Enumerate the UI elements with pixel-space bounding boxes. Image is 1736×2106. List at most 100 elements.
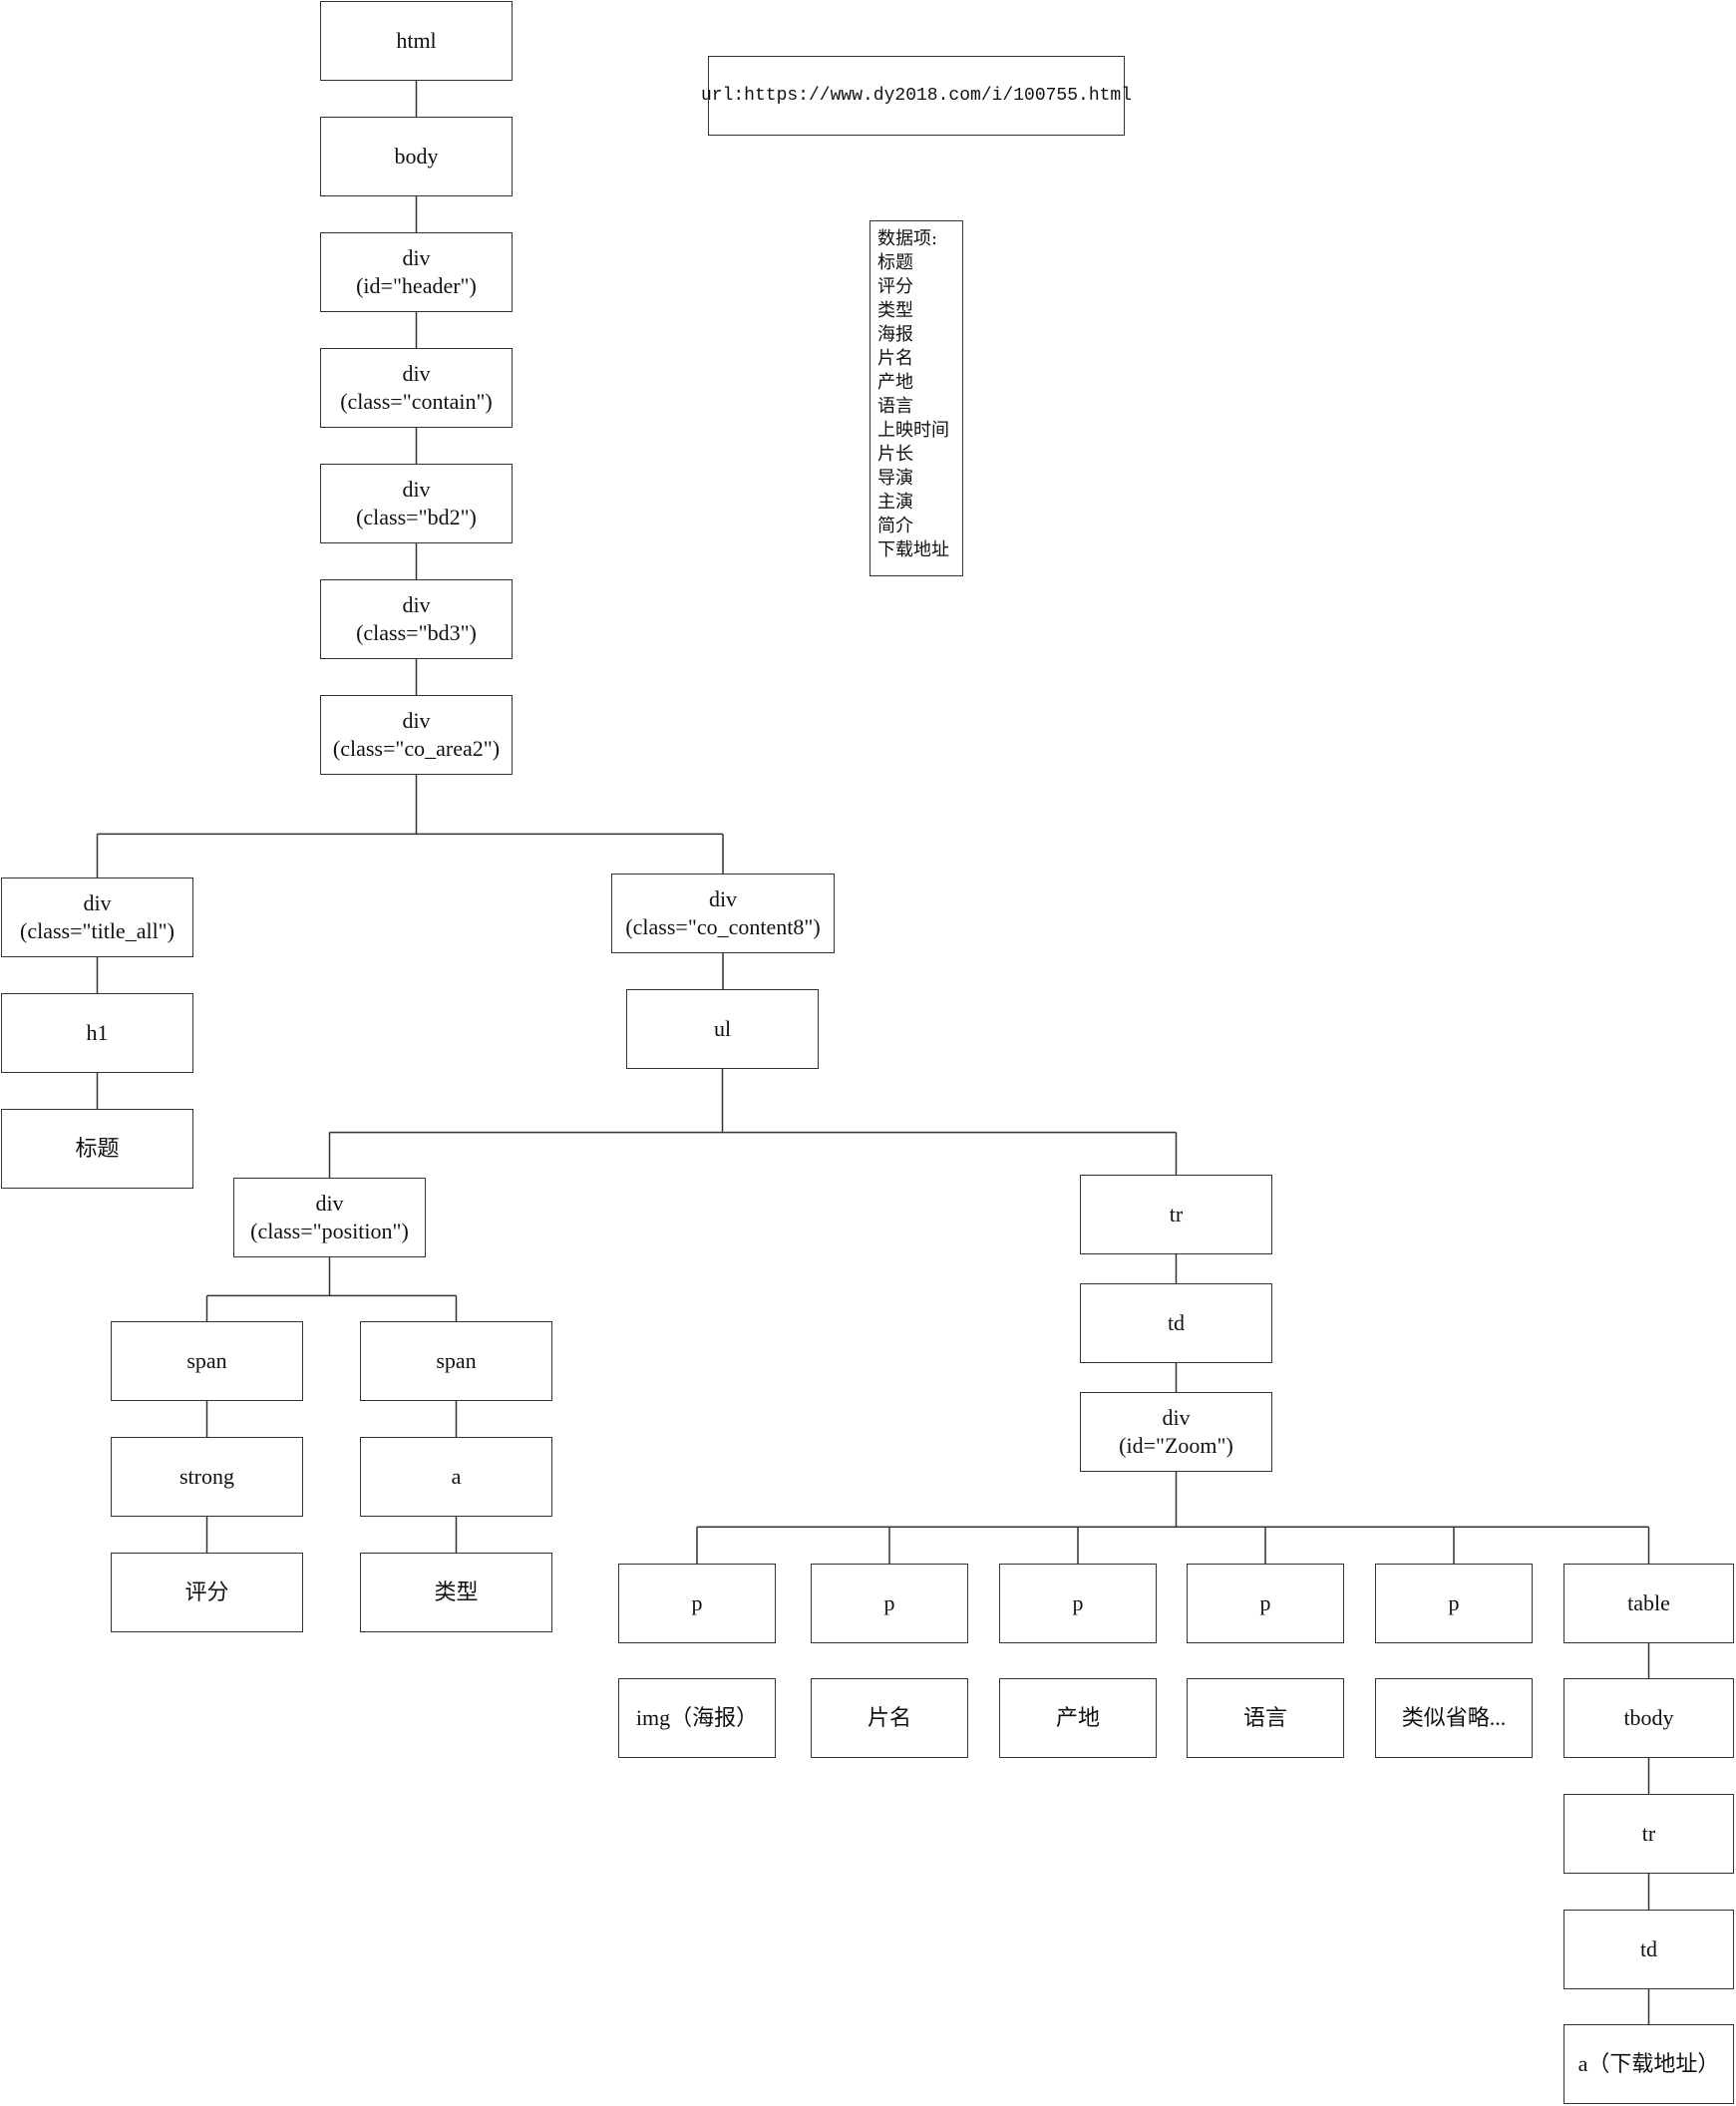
node-div-header: div (id="header") <box>320 232 513 312</box>
node-score-leaf: 评分 <box>111 1553 303 1632</box>
url-note: url:https://www.dy2018.com/i/100755.html <box>701 56 1132 136</box>
node-p-1: p <box>618 1564 776 1643</box>
node-name-leaf: 片名 <box>811 1678 968 1758</box>
node-label: a（下载地址） <box>1577 2051 1720 2076</box>
node-label: 标题 <box>75 1136 120 1161</box>
data-item: 简介 <box>877 516 913 536</box>
node-tr-1: tr <box>1080 1175 1272 1254</box>
node-label: div <box>402 245 431 270</box>
node-label: p <box>1072 1590 1084 1615</box>
node-label: 语言 <box>1242 1705 1287 1730</box>
node-label: (class="title_all") <box>20 918 174 943</box>
node-label: (id="Zoom") <box>1119 1433 1233 1458</box>
node-div-contain: div (class="contain") <box>320 348 513 428</box>
node-label: div <box>402 477 431 502</box>
node-etc-leaf: 类似省略... <box>1375 1678 1533 1758</box>
node-div-title-all: div (class="title_all") <box>1 878 193 957</box>
node-poster-leaf: img（海报） <box>618 1678 776 1758</box>
node-html: html <box>320 1 513 81</box>
data-items-note: 数据项: 标题 评分 类型 海报 片名 产地 语言 上映时间 片长 导演 主演 … <box>869 220 963 576</box>
node-label: div <box>402 592 431 617</box>
data-item: 评分 <box>877 276 913 297</box>
node-label: (class="contain") <box>340 389 493 414</box>
node-label: div <box>83 890 112 915</box>
data-item: 上映时间 <box>877 420 949 441</box>
node-label: table <box>1627 1590 1670 1615</box>
data-item: 产地 <box>877 372 913 393</box>
node-div-zoom: div (id="Zoom") <box>1080 1392 1272 1472</box>
node-div-co-area2: div (class="co_area2") <box>320 695 513 775</box>
node-a-type: a <box>360 1437 552 1517</box>
node-label: div <box>402 708 431 733</box>
data-item: 导演 <box>877 468 913 489</box>
data-item: 下载地址 <box>877 539 949 560</box>
node-strong: strong <box>111 1437 303 1517</box>
node-h1: h1 <box>1 993 193 1073</box>
node-table: table <box>1563 1564 1734 1643</box>
node-ul: ul <box>626 989 819 1069</box>
node-label: 产地 <box>1055 1705 1100 1730</box>
node-lang-leaf: 语言 <box>1187 1678 1344 1758</box>
node-label: div <box>402 361 431 386</box>
node-div-bd3: div (class="bd3") <box>320 579 513 659</box>
data-item: 主演 <box>877 492 913 513</box>
node-label: a <box>451 1464 462 1489</box>
node-label: 类型 <box>434 1580 479 1604</box>
node-td-2: td <box>1563 1910 1734 1989</box>
data-item: 片名 <box>877 348 913 369</box>
node-label: p <box>691 1590 703 1615</box>
data-item: 类型 <box>877 300 913 321</box>
node-label: (class="position") <box>250 1219 409 1243</box>
node-label: body <box>394 144 439 169</box>
node-p-5: p <box>1375 1564 1533 1643</box>
node-label: p <box>1448 1590 1460 1615</box>
node-label: (class="co_content8") <box>625 914 821 939</box>
node-td-1: td <box>1080 1283 1272 1363</box>
node-label: p <box>1259 1590 1271 1615</box>
data-item: 片长 <box>877 444 913 465</box>
node-label: (id="header") <box>356 273 477 298</box>
node-label: td <box>1167 1310 1186 1335</box>
node-div-position: div (class="position") <box>233 1178 426 1257</box>
node-span-1: span <box>111 1321 303 1401</box>
node-label: strong <box>179 1464 234 1489</box>
node-span-2: span <box>360 1321 552 1401</box>
data-items-heading: 数据项: <box>877 228 938 249</box>
node-p-4: p <box>1187 1564 1344 1643</box>
node-label: tr <box>1641 1821 1656 1846</box>
node-title-leaf: 标题 <box>1 1109 193 1189</box>
node-label: span <box>436 1348 477 1373</box>
node-label: div <box>315 1191 344 1216</box>
node-label: (class="co_area2") <box>332 736 501 761</box>
node-label: span <box>186 1348 227 1373</box>
node-div-bd2: div (class="bd2") <box>320 464 513 543</box>
node-origin-leaf: 产地 <box>999 1678 1157 1758</box>
node-label: div <box>708 886 738 911</box>
node-label: td <box>1639 1936 1658 1961</box>
node-tr-2: tr <box>1563 1794 1734 1874</box>
node-label: 类似省略... <box>1401 1705 1507 1730</box>
node-p-2: p <box>811 1564 968 1643</box>
node-label: 评分 <box>184 1580 229 1604</box>
node-label: ul <box>713 1016 732 1041</box>
node-p-3: p <box>999 1564 1157 1643</box>
node-div-co-content8: div (class="co_content8") <box>611 874 835 953</box>
node-download-leaf: a（下载地址） <box>1563 2024 1734 2104</box>
data-item: 海报 <box>877 324 913 345</box>
node-label: div <box>1162 1405 1191 1430</box>
data-item: 标题 <box>877 252 913 273</box>
node-label: h1 <box>86 1020 109 1045</box>
data-item: 语言 <box>877 396 913 417</box>
node-label: tbody <box>1623 1705 1674 1730</box>
node-body: body <box>320 117 513 196</box>
node-label: (class="bd2") <box>356 505 477 529</box>
node-label: html <box>396 28 437 53</box>
node-label: p <box>883 1590 895 1615</box>
node-label: 片名 <box>867 1705 911 1730</box>
node-label: (class="bd3") <box>356 620 477 645</box>
node-type-leaf: 类型 <box>360 1553 552 1632</box>
node-tbody: tbody <box>1563 1678 1734 1758</box>
node-label: tr <box>1169 1202 1184 1227</box>
